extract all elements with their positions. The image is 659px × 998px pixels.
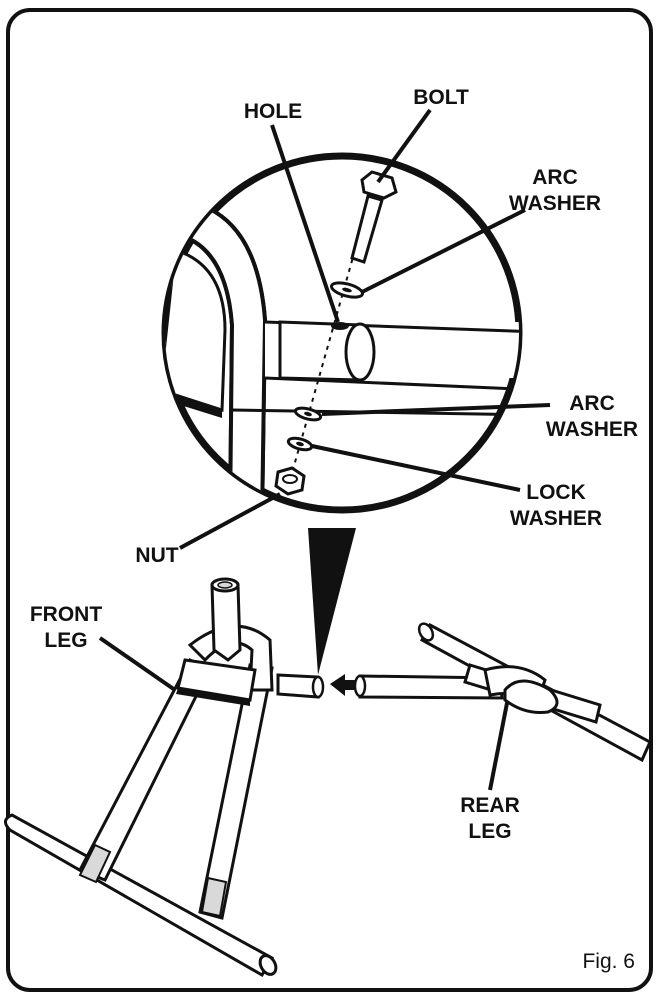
label-arc-washer-top-line1: ARC bbox=[532, 166, 578, 189]
leader-lines bbox=[98, 108, 551, 791]
lock-washer-part bbox=[286, 436, 314, 452]
arc-washer-top-part bbox=[329, 281, 365, 299]
front-leg-assembly bbox=[4, 577, 325, 978]
bolt-part bbox=[350, 170, 398, 264]
rear-leg-assembly bbox=[353, 622, 652, 763]
label-arc-washer-top-line2: WASHER bbox=[509, 192, 601, 215]
label-arc-washer-mid-line2: WASHER bbox=[546, 418, 638, 441]
label-arc-washer-mid-line1: ARC bbox=[569, 392, 615, 415]
figure-number: Fig. 6 bbox=[582, 950, 635, 973]
zoom-hole bbox=[331, 322, 349, 330]
label-rear-leg-line1: REAR bbox=[460, 794, 520, 817]
label-front-leg-line2: LEG bbox=[44, 629, 87, 652]
label-bolt: BOLT bbox=[413, 86, 469, 109]
insertion-arrow bbox=[330, 674, 355, 696]
label-nut: NUT bbox=[135, 544, 178, 567]
arc-washer-mid-part bbox=[293, 406, 323, 422]
label-lock-washer-line1: LOCK bbox=[526, 481, 586, 504]
label-rear-leg-line2: LEG bbox=[468, 820, 511, 843]
zoom-detail-circle bbox=[161, 152, 523, 514]
part-labels: HOLE BOLT ARC WASHER ARC WASHER LOCK WAS… bbox=[30, 86, 638, 843]
nut-part bbox=[274, 466, 306, 496]
label-front-leg-line1: FRONT bbox=[30, 603, 102, 626]
label-hole: HOLE bbox=[244, 100, 302, 123]
callout-pointer bbox=[308, 528, 356, 675]
label-lock-washer-line2: WASHER bbox=[510, 507, 602, 530]
zoom-bracket-plate bbox=[165, 248, 227, 413]
